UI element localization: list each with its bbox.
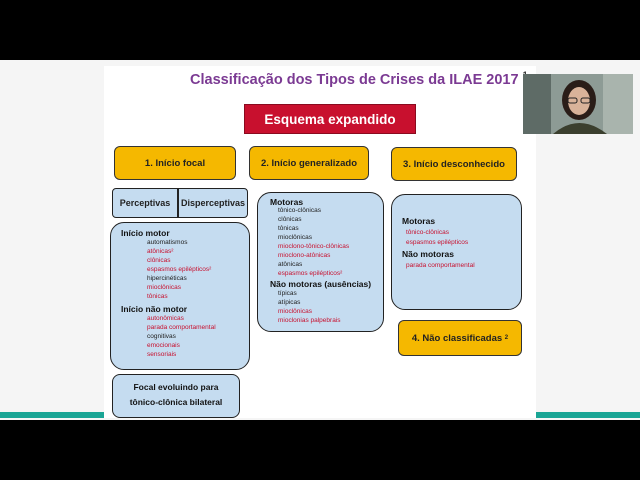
list-item: mioclônicas bbox=[278, 234, 312, 241]
list-item: espasmos epilépticos bbox=[406, 239, 469, 246]
list-item: hipercinéticas bbox=[147, 275, 187, 282]
presentation-slide: Classificação dos Tipos de Crises da ILA… bbox=[104, 66, 536, 418]
list-item: tônico-clônicas bbox=[406, 229, 449, 236]
list-item: tônico-clônicas bbox=[278, 207, 321, 214]
disperceptivas-cell: Disperceptivas bbox=[180, 198, 246, 208]
list-item: atípicas bbox=[278, 299, 301, 306]
awareness-row: Perceptivas Disperceptivas bbox=[112, 188, 248, 218]
list-item: mioclono-tônico-clônicas bbox=[278, 243, 350, 250]
focal-onset-label: 1. Início focal bbox=[144, 157, 206, 169]
unk-motor-title: Motoras bbox=[402, 216, 436, 226]
list-item: espasmos epilépticos² bbox=[147, 266, 212, 273]
generalized-details-box: Motoras tônico-clônicas clônicas tônicas… bbox=[257, 192, 384, 332]
list-item: mioclônicas bbox=[278, 308, 312, 315]
list-item: típicas bbox=[278, 290, 297, 297]
list-item: mioclonias palpebrais bbox=[278, 317, 341, 324]
list-item: clônicas bbox=[278, 216, 302, 223]
generalized-onset-header: 2. Início generalizado bbox=[249, 146, 369, 180]
unknown-details-box: Motoras tônico-clônicas espasmos epilépt… bbox=[391, 194, 522, 310]
list-item: parada comportamental bbox=[147, 324, 216, 331]
gen-nonmotor-title: Não motoras (ausências) bbox=[270, 279, 372, 289]
focal-evolving-line-2: tônico-clônica bilateral bbox=[129, 397, 223, 407]
gen-motor-title: Motoras bbox=[270, 197, 304, 207]
list-item: atônicas bbox=[278, 261, 303, 268]
list-item: clônicas bbox=[147, 257, 171, 264]
focal-motor-title: Início motor bbox=[121, 228, 170, 238]
list-item: tônicas bbox=[147, 293, 168, 300]
unclassified-label: 4. Não classificadas bbox=[411, 332, 503, 344]
focal-onset-header: 1. Início focal bbox=[114, 146, 236, 180]
list-item: atônicas² bbox=[147, 248, 174, 255]
webcam-thumbnail[interactable] bbox=[523, 74, 633, 134]
unknown-onset-header: 3. Início desconhecido bbox=[391, 147, 517, 181]
list-item: espasmos epilépticos² bbox=[278, 270, 343, 277]
slide-title-text: Classificação dos Tipos de Crises da ILA… bbox=[190, 71, 519, 88]
presenter-image bbox=[523, 74, 633, 134]
focal-nonmotor-title: Início não motor bbox=[121, 304, 188, 314]
right-accent-bar bbox=[536, 412, 640, 418]
list-item: cognitivas bbox=[147, 333, 176, 340]
awareness-divider bbox=[177, 189, 179, 217]
left-accent-bar bbox=[0, 412, 104, 418]
generalized-onset-label: 2. Início generalizado bbox=[260, 157, 358, 169]
expanded-scheme-button: Esquema expandido bbox=[244, 104, 416, 134]
list-item: automatismos bbox=[147, 239, 188, 246]
perceptivas-cell: Perceptivas bbox=[119, 198, 171, 208]
list-item: parada comportamental bbox=[406, 262, 475, 269]
slide-title: Classificação dos Tipos de Crises da ILA… bbox=[190, 70, 528, 88]
expanded-scheme-label: Esquema expandido bbox=[264, 111, 396, 127]
unk-nonmotor-title: Não motoras bbox=[402, 249, 454, 259]
unclassified-box: 4. Não classificadas 2 bbox=[398, 320, 522, 356]
focal-evolving-box: Focal evoluindo para tônico-clônica bila… bbox=[112, 374, 240, 418]
unknown-onset-label: 3. Início desconhecido bbox=[403, 158, 505, 170]
list-item: autonômicas bbox=[147, 315, 184, 322]
unclassified-reference: 2 bbox=[504, 335, 509, 341]
focal-details-box: Início motor automatismos atônicas² clôn… bbox=[110, 222, 250, 370]
list-item: emocionais bbox=[147, 342, 180, 349]
focal-evolving-line-1: Focal evoluindo para bbox=[133, 382, 219, 392]
list-item: mioclono-atônicas bbox=[278, 252, 331, 259]
list-item: sensoriais bbox=[147, 351, 177, 358]
list-item: mioclônicas bbox=[147, 284, 181, 291]
list-item: tônicas bbox=[278, 225, 299, 232]
